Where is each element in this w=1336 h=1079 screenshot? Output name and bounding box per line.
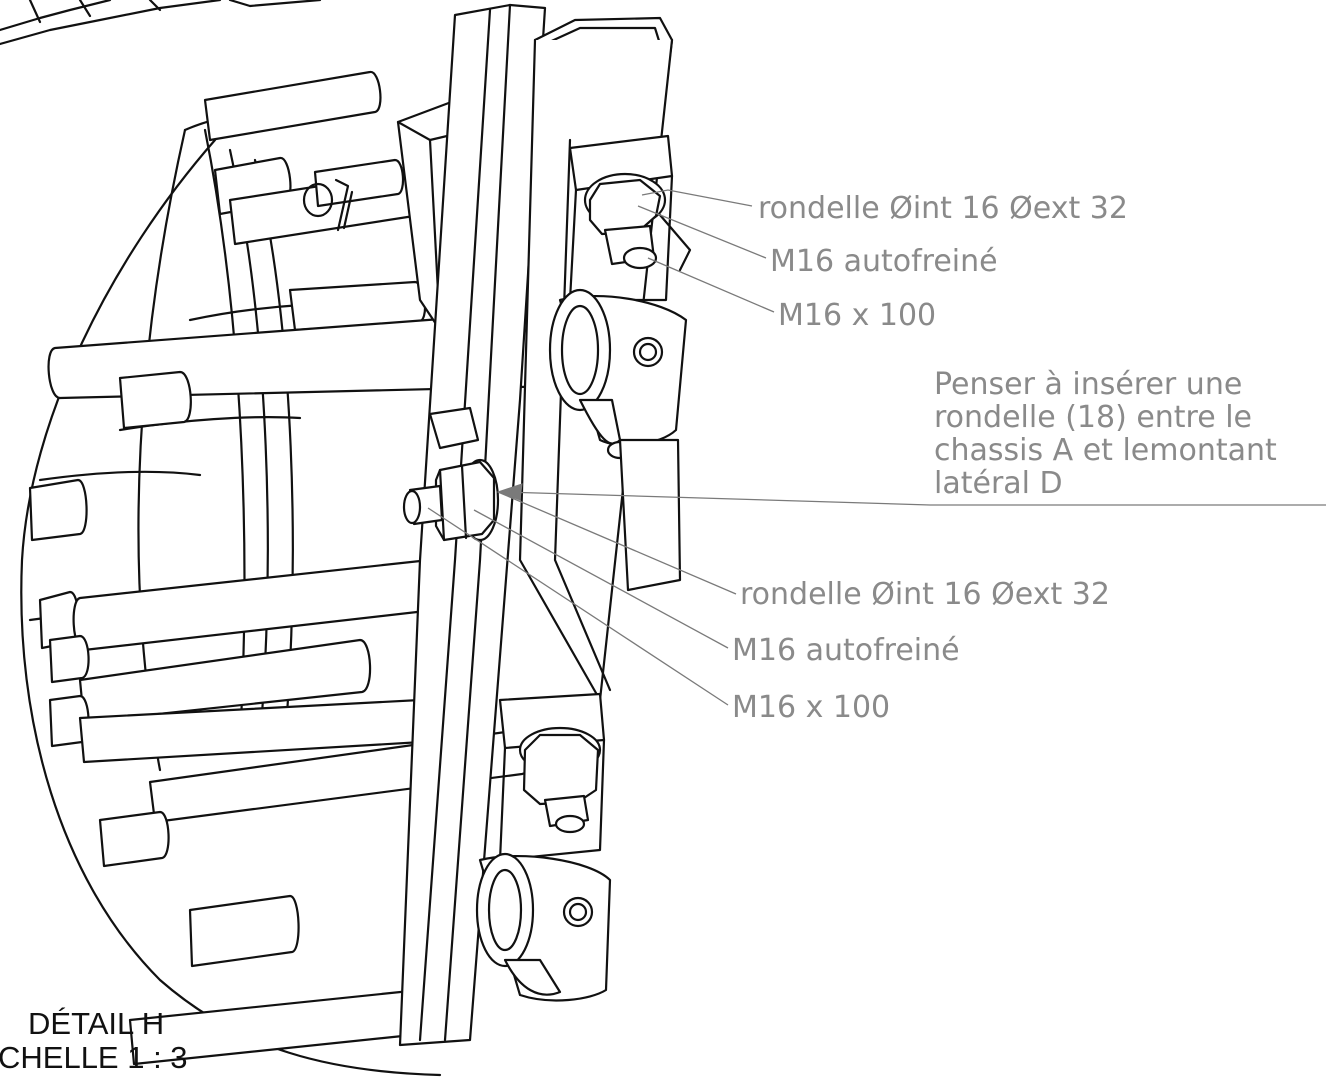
tine-bars: [28, 70, 576, 1066]
middle-washer-label: rondelle Øint 16 Øext 32: [740, 577, 1110, 612]
leaders-middle: [427, 491, 737, 706]
note-line-4: latéral D: [934, 466, 1063, 501]
middle-fastener: [402, 458, 500, 542]
middle-nut-label: M16 autofreiné: [732, 633, 960, 668]
upper-washer-label: rondelle Øint 16 Øext 32: [758, 191, 1128, 226]
lower-swivel: [475, 852, 612, 1002]
detail-scale: CHELLE 1 : 3: [0, 1040, 188, 1075]
leaders-upper: [637, 189, 775, 313]
note-line-3: chassis A et lemontant: [934, 433, 1277, 468]
note-line-1: Penser à insérer une: [934, 367, 1242, 402]
top-fragment: [0, 0, 322, 46]
upper-fastener: [583, 172, 692, 272]
middle-plate: [428, 406, 682, 592]
note-line-2: rondelle (18) entre le: [934, 400, 1252, 435]
lower-fastener: [518, 726, 602, 834]
middle-bolt-label: M16 x 100: [732, 690, 890, 725]
note-leader: [496, 483, 1326, 506]
detail-title: DÉTAIL H: [28, 1006, 164, 1041]
upper-swivel: [548, 288, 688, 460]
linch-pin: [302, 158, 405, 232]
upper-bolt-label: M16 x 100: [778, 298, 936, 333]
upper-nut-label: M16 autofreiné: [770, 244, 998, 279]
